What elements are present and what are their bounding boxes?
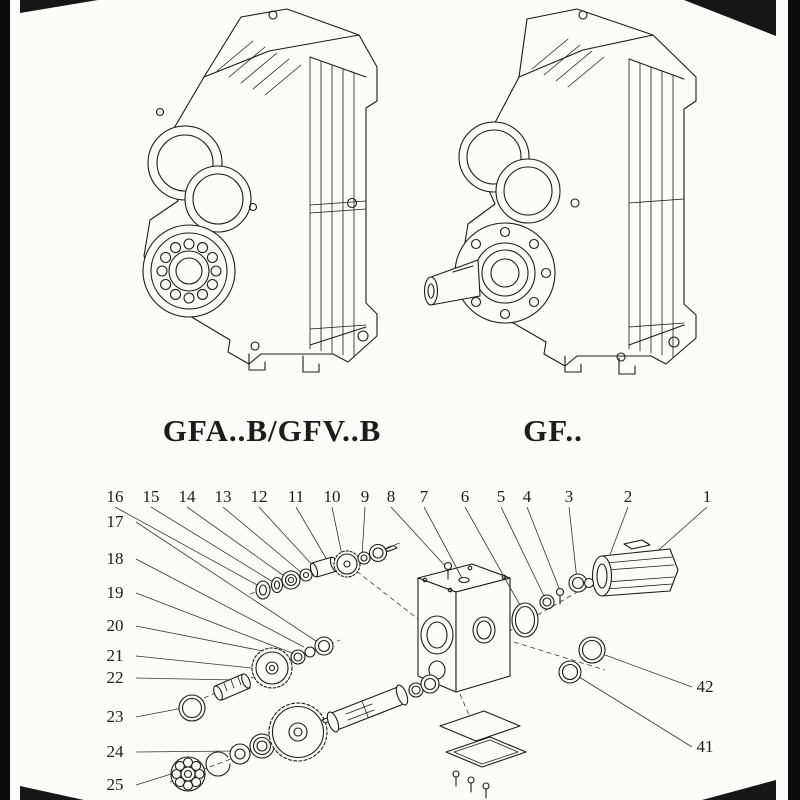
seal-ring — [255, 580, 271, 600]
part-number-42: 42 — [696, 677, 714, 696]
exploded-diagram — [114, 506, 708, 799]
vent-plug — [458, 576, 470, 584]
intermediate-gear-assembly — [178, 636, 334, 722]
spline-shaft — [213, 673, 251, 701]
part-number-14: 14 — [178, 487, 196, 506]
part-number-12: 12 — [250, 487, 268, 506]
part-number-9: 9 — [360, 487, 370, 506]
output-shaft — [326, 684, 409, 733]
exploded-view: 16 15 14 13 12 11 10 9 8 7 6 5 4 3 2 1 1… — [100, 480, 720, 800]
bearing — [314, 636, 334, 656]
cover-plate — [445, 736, 527, 768]
ball-bearing — [170, 756, 206, 792]
gfab-line-drawing — [142, 8, 378, 373]
side-ribs — [628, 58, 685, 358]
mounting-feet — [248, 353, 320, 373]
cooling-fins — [531, 38, 605, 88]
bearing — [420, 674, 440, 694]
terminal-box — [623, 539, 651, 550]
part-number-25: 25 — [106, 775, 124, 794]
part-number-41: 41 — [696, 737, 714, 756]
oil-seal — [249, 733, 275, 759]
output-gear — [268, 702, 328, 762]
part-number-2: 2 — [623, 487, 633, 506]
part-number-1: 1 — [702, 487, 712, 506]
output-bearing — [142, 224, 236, 318]
gearbox-drawing-gfab — [105, 5, 405, 405]
part-number-15: 15 — [142, 487, 160, 506]
spacer — [299, 568, 313, 582]
mounting-feet — [564, 355, 636, 375]
bolt — [482, 782, 490, 799]
model-label-gf: GF.. — [523, 413, 583, 448]
output-shaft-assembly — [170, 674, 440, 792]
bearing — [368, 543, 388, 563]
input-shaft — [309, 556, 339, 578]
retaining-ring — [178, 694, 206, 722]
part-number-23: 23 — [106, 707, 124, 726]
bearing — [281, 570, 301, 590]
part-number-16: 16 — [106, 487, 124, 506]
gearbox-drawing-gf — [415, 5, 715, 395]
part-number-21: 21 — [106, 646, 124, 665]
part-number-19: 19 — [106, 583, 124, 602]
intermediate-gear — [251, 647, 293, 689]
motor-pinion — [583, 577, 595, 589]
key — [384, 544, 398, 553]
cover-ring — [578, 636, 606, 664]
bolt — [467, 776, 475, 793]
motor-side-parts — [443, 561, 588, 638]
washer — [357, 551, 371, 565]
part-number-17: 17 — [106, 512, 124, 531]
part-number-5: 5 — [496, 487, 506, 506]
snap-ring — [205, 751, 231, 777]
photo-edge-shadow-tl — [20, 0, 98, 13]
bolt — [452, 770, 460, 787]
washer — [290, 649, 306, 665]
part-number-7: 7 — [419, 487, 429, 506]
part-number-8: 8 — [386, 487, 396, 506]
bolt — [555, 587, 565, 605]
side-ribs — [309, 56, 367, 358]
bolt — [443, 561, 453, 580]
part-number-22: 22 — [106, 668, 124, 687]
part-number-4: 4 — [522, 487, 532, 506]
photo-edge-shadow-bl — [20, 786, 84, 800]
cover-ring — [558, 660, 582, 684]
part-number-18: 18 — [106, 549, 124, 568]
intermediate-bore — [184, 165, 252, 233]
retaining-ring — [539, 594, 555, 610]
part-number-24: 24 — [106, 742, 124, 761]
gear-housing — [417, 563, 511, 693]
motor — [583, 539, 679, 597]
output-flange — [454, 222, 556, 324]
part-number-3: 3 — [564, 487, 574, 506]
part-number-13: 13 — [214, 487, 232, 506]
catalog-page: GFA..B/GFV..B GF.. — [10, 0, 788, 800]
cover-rings — [558, 636, 606, 684]
input-shaft-assembly — [255, 543, 398, 600]
output-shaft — [423, 259, 481, 306]
gasket-ring — [511, 602, 539, 638]
gasket — [439, 710, 521, 742]
washer — [229, 743, 251, 765]
spacer — [304, 646, 316, 658]
part-number-20: 20 — [106, 616, 124, 635]
part-number-11: 11 — [287, 487, 305, 506]
base-plate-parts — [439, 710, 527, 799]
gf-line-drawing — [423, 8, 697, 375]
washer — [270, 576, 284, 594]
intermediate-bore — [495, 158, 561, 224]
model-label-gfab: GFA..B/GFV..B — [162, 413, 382, 448]
fasteners — [570, 10, 680, 362]
part-number-10: 10 — [323, 487, 341, 506]
cooling-fins — [216, 40, 302, 96]
fasteners — [155, 10, 369, 351]
leader-lines — [114, 506, 708, 786]
part-number-6: 6 — [460, 487, 470, 506]
pinion-gear — [333, 550, 361, 578]
